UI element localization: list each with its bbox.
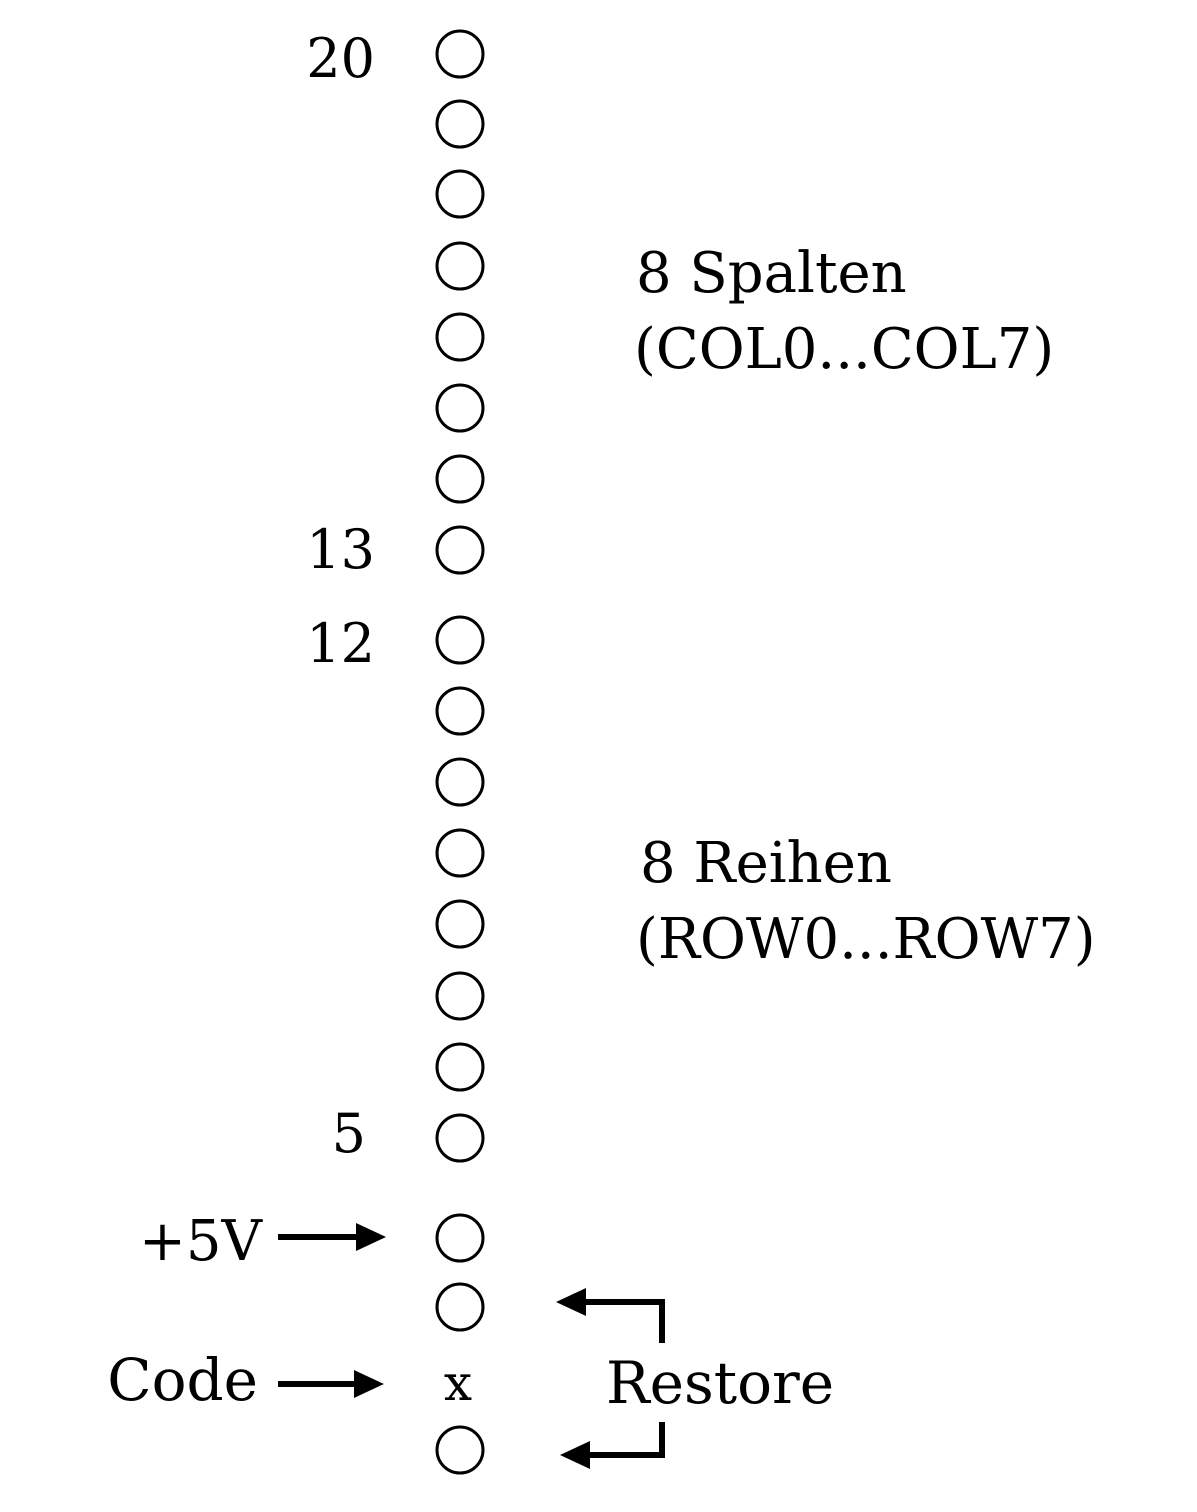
restore-signal-label: Restore — [606, 1349, 834, 1417]
pin-16 — [435, 312, 485, 362]
pin-3 — [435, 1282, 485, 1332]
pin-12 — [435, 615, 485, 665]
pin-17 — [435, 241, 485, 291]
pin-5 — [435, 1113, 485, 1163]
pin-9 — [435, 828, 485, 878]
columns-group-title: 8 Spalten — [636, 241, 907, 306]
power-arrow-icon — [278, 1223, 386, 1251]
code-arrow-icon — [278, 1370, 384, 1398]
restore-upper-arrow-icon — [556, 1288, 665, 1343]
columns-group-range: (COL0...COL7) — [634, 317, 1054, 382]
pin-label-5: 5 — [332, 1102, 366, 1165]
rows-group-range: (ROW0...ROW7) — [636, 907, 1096, 972]
pin-8 — [435, 899, 485, 949]
pin-20 — [435, 29, 485, 79]
pin-4 — [435, 1213, 485, 1263]
pin-1 — [435, 1425, 485, 1475]
pin-11 — [435, 686, 485, 736]
code-signal-label: Code — [107, 1346, 258, 1414]
pin-10 — [435, 757, 485, 807]
rows-group-title: 8 Reihen — [640, 831, 892, 896]
restore-lower-arrow-icon — [560, 1422, 665, 1469]
pin-label-13: 13 — [306, 518, 375, 581]
power-signal-label: +5V — [139, 1209, 264, 1274]
pin-column — [435, 29, 485, 1475]
pin-19 — [435, 99, 485, 149]
pin-label-12: 12 — [306, 612, 375, 675]
pin-15 — [435, 383, 485, 433]
pin-label-20: 20 — [306, 27, 375, 90]
missing-pin-mark: x — [444, 1354, 472, 1412]
pin-6 — [435, 1042, 485, 1092]
pin-7 — [435, 971, 485, 1021]
pin-13 — [435, 525, 485, 575]
pin-14 — [435, 454, 485, 504]
pin-18 — [435, 169, 485, 219]
